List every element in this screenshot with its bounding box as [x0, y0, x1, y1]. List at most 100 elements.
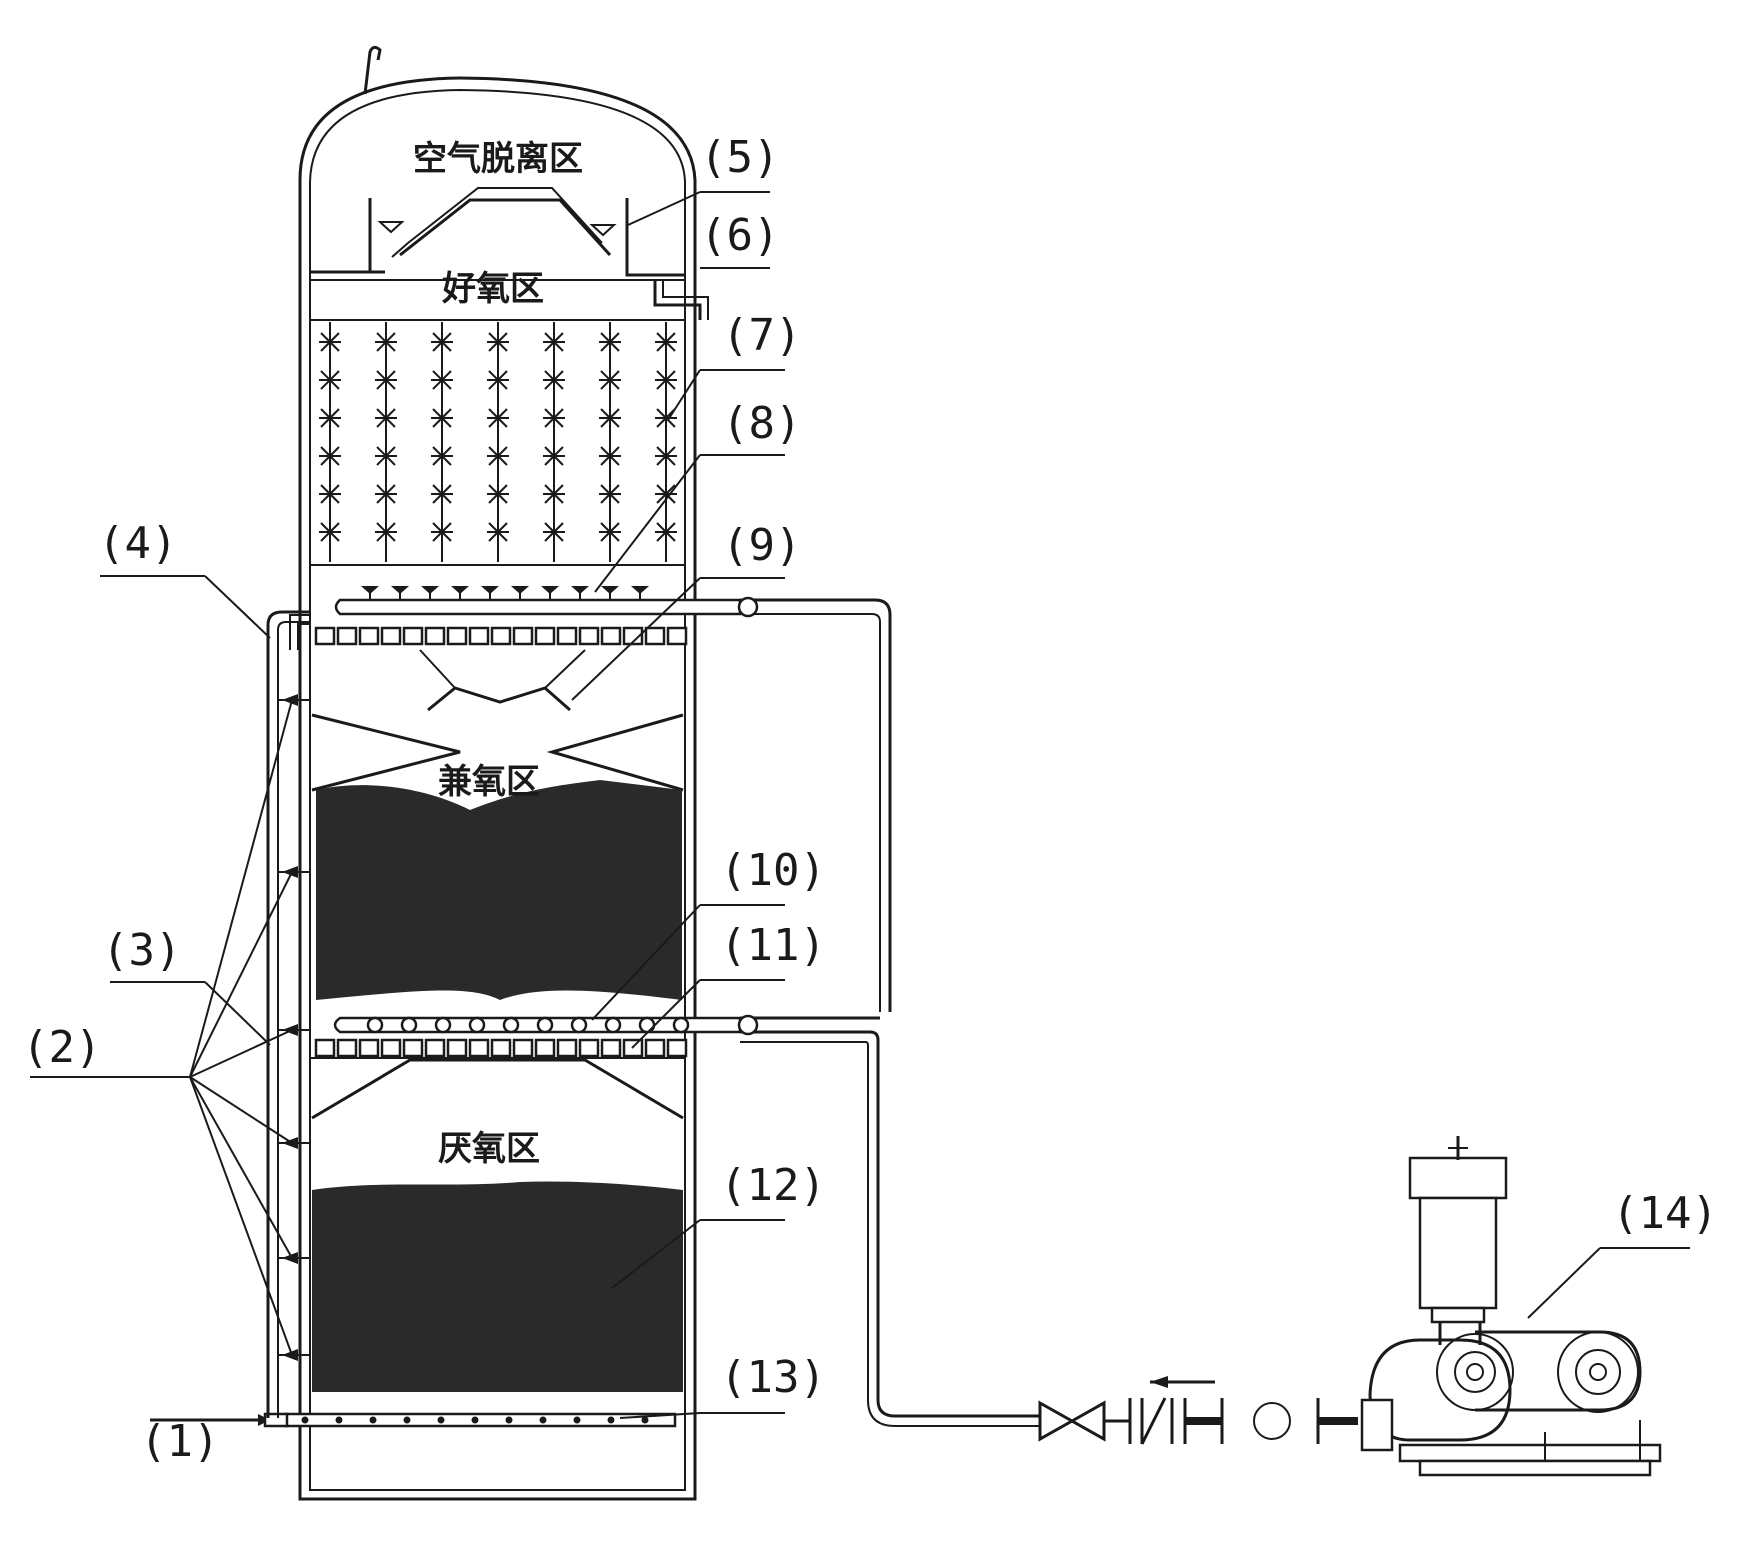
distributor-hole: [335, 1416, 343, 1424]
callout-12: (12): [720, 1160, 826, 1211]
diffuser-head: [481, 586, 499, 594]
zone-aerobic-label: 好氧区: [441, 269, 544, 309]
zone-facultative-label: 兼氧区: [438, 762, 540, 802]
fiber-node: [487, 484, 509, 504]
distributor-hole: [471, 1416, 479, 1424]
distributor-hole: [505, 1416, 513, 1424]
fiber-node: [487, 332, 509, 352]
plate-cell: [556, 1038, 578, 1058]
plate-cell: [644, 626, 666, 646]
orifice: [502, 1016, 520, 1034]
left-recirculation-pipe: [266, 610, 310, 1418]
valve-train: [1038, 1376, 1358, 1445]
plate-cell: [446, 1038, 468, 1058]
zone-air-separation-label: 空气脱离区: [413, 139, 583, 179]
orifice: [434, 1016, 452, 1034]
distributor-hole: [369, 1416, 377, 1424]
middle-pipe: [310, 1016, 742, 1059]
callout-5: (5): [700, 132, 779, 183]
plate-cell: [358, 1038, 380, 1058]
fiber-node: [599, 446, 621, 466]
fiber-node: [375, 484, 397, 504]
plate-cell: [578, 1038, 600, 1058]
diffuser-head: [391, 586, 409, 594]
fiber-node: [599, 332, 621, 352]
callout-8: (8): [722, 398, 801, 449]
plate-cell: [600, 1038, 622, 1058]
plate-cell: [512, 626, 534, 646]
orifice: [468, 1016, 486, 1034]
diffuser-head: [421, 586, 439, 594]
aeration-pipe: [289, 586, 742, 650]
orifice: [400, 1016, 418, 1034]
fiber-node: [431, 446, 453, 466]
plate-cell: [424, 626, 446, 646]
diffuser-head: [631, 586, 649, 594]
plate-cell: [336, 626, 358, 646]
blower-unit: [1360, 1136, 1662, 1477]
orifice: [570, 1016, 588, 1034]
reactor-vessel: [298, 45, 697, 1501]
fiber-node: [655, 446, 677, 466]
plate-cell: [556, 626, 578, 646]
fiber-node: [487, 408, 509, 428]
fiber-node: [655, 332, 677, 352]
anaerobic-cone: [311, 1058, 684, 1392]
fiber-node: [487, 522, 509, 542]
fiber-node: [319, 446, 341, 466]
diffuser-head: [451, 586, 469, 594]
fiber-node: [599, 522, 621, 542]
plate-cell: [490, 626, 512, 646]
zone-anaerobic-label: 厌氧区: [438, 1129, 540, 1169]
callout-2: (2): [22, 1022, 101, 1073]
deflector-cone: [419, 649, 586, 712]
callout-6: (6): [700, 210, 779, 261]
fiber-packing: [310, 319, 685, 566]
diffuser-head: [541, 586, 559, 594]
fiber-node: [431, 332, 453, 352]
callout-11: (11): [720, 920, 826, 971]
plate-cell: [666, 1038, 688, 1058]
plate-cell: [446, 626, 468, 646]
orifice: [604, 1016, 622, 1034]
distributor-hole: [607, 1416, 615, 1424]
orifice: [366, 1016, 384, 1034]
fiber-node: [375, 522, 397, 542]
callout-14: (14): [1612, 1188, 1718, 1239]
callout-13: (13): [720, 1352, 826, 1403]
vent-hook: [363, 45, 382, 95]
callout-3: (3): [102, 925, 181, 976]
distributor-hole: [301, 1416, 309, 1424]
diffuser-head: [601, 586, 619, 594]
fiber-node: [543, 408, 565, 428]
plate-cell: [402, 1038, 424, 1058]
bottom-distributor: [150, 1412, 677, 1428]
fiber-node: [375, 332, 397, 352]
callout-7: (7): [722, 310, 801, 361]
plate-cell: [358, 626, 380, 646]
plate-cell: [622, 626, 644, 646]
callout-4: (4): [98, 518, 177, 569]
fiber-node: [599, 484, 621, 504]
overflow-weir: [310, 187, 709, 320]
fiber-node: [655, 484, 677, 504]
plate-cell: [578, 626, 600, 646]
diffuser-head: [361, 586, 379, 594]
plate-cell: [468, 1038, 490, 1058]
distributor-hole: [403, 1416, 411, 1424]
fiber-node: [319, 370, 341, 390]
diffuser-head: [511, 586, 529, 594]
plate-cell: [380, 1038, 402, 1058]
plate-cell: [314, 1038, 336, 1058]
fiber-node: [543, 446, 565, 466]
plate-cell: [666, 626, 688, 646]
plate-cell: [534, 626, 556, 646]
fiber-node: [487, 370, 509, 390]
distributor-hole: [437, 1416, 445, 1424]
air-supply-pipe: [737, 596, 1040, 1427]
distributor-hole: [573, 1416, 581, 1424]
fiber-node: [375, 408, 397, 428]
diffuser-head: [571, 586, 589, 594]
plate-cell: [314, 626, 336, 646]
